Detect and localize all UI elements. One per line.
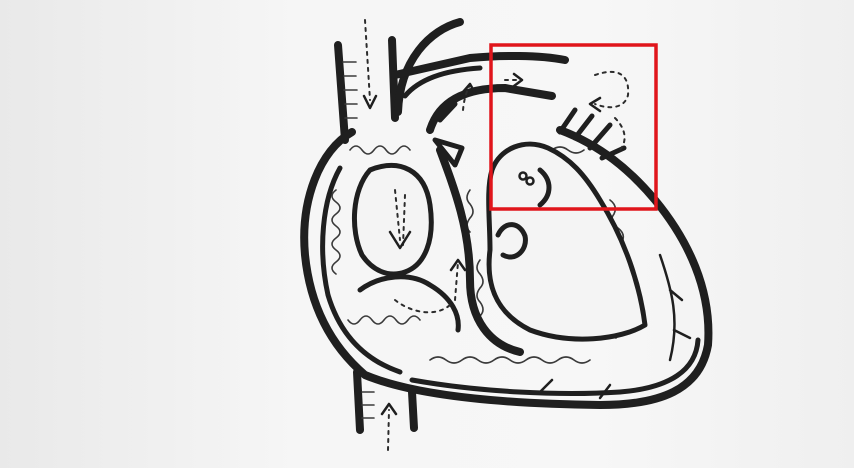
left-heart-chamber — [486, 141, 648, 342]
highlight-box — [489, 43, 658, 211]
great-vessels — [391, 18, 569, 134]
heart-outer-wall — [300, 126, 713, 409]
interventricular-septum — [432, 137, 524, 356]
right-heart-chamber — [351, 163, 467, 333]
inferior-vena-cava — [353, 368, 418, 451]
superior-vena-cava — [334, 19, 399, 144]
coronary-vessels — [538, 253, 692, 400]
